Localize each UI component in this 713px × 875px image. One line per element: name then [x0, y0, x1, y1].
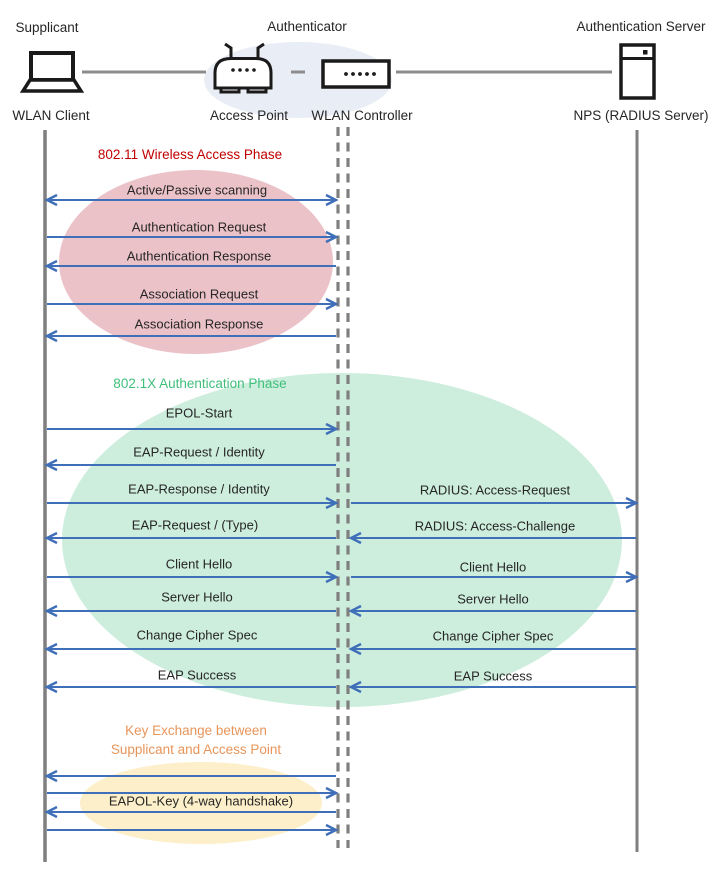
message-arrow: [44, 259, 336, 273]
message-arrow: [47, 823, 339, 837]
message-arrow: [47, 422, 339, 436]
access-point-icon: [213, 42, 273, 94]
role-label: Supplicant: [15, 20, 79, 36]
message-label: Active/Passive scanning: [126, 182, 268, 198]
message-arrow: [351, 570, 639, 584]
message-arrow: [44, 604, 336, 618]
message-arrow: [44, 769, 336, 783]
server-icon: [619, 43, 656, 100]
message-label: Server Hello: [457, 591, 529, 607]
message-label: Association Response: [134, 316, 264, 332]
message-arrow: [47, 786, 339, 800]
role-label: Authenticator: [267, 19, 347, 35]
phase-title: Supplicant and Access Point: [110, 742, 282, 758]
message-arrow: [47, 496, 339, 510]
laptop-icon: [19, 51, 85, 93]
node-label: WLAN Controller: [311, 108, 413, 124]
message-arrow: [348, 531, 636, 545]
message-arrow: [47, 297, 339, 311]
message-label: Client Hello: [459, 559, 527, 575]
message-arrow: [44, 193, 339, 207]
message-arrow: [351, 496, 639, 510]
message-arrow: [47, 570, 339, 584]
message-arrow: [44, 805, 336, 819]
message-label: Client Hello: [165, 556, 233, 572]
message-label: EAP Success: [453, 668, 533, 684]
message-label: Change Cipher Spec: [136, 627, 258, 643]
role-label: Authentication Server: [576, 19, 706, 35]
message-arrow: [44, 680, 336, 694]
message-arrow: [44, 458, 336, 472]
message-label: Server Hello: [161, 589, 233, 605]
message-arrow: [348, 604, 636, 618]
message-label: EAP-Request / (Type): [131, 517, 259, 533]
message-label: Change Cipher Spec: [432, 628, 554, 644]
message-label: Association Request: [139, 286, 259, 302]
message-label: RADIUS: Access-Request: [419, 482, 571, 498]
message-label: Authentication Request: [131, 219, 267, 235]
message-arrow: [348, 680, 636, 694]
message-arrow: [44, 642, 336, 656]
phase-ellipse-1: [59, 170, 333, 354]
phase-title: Key Exchange between: [125, 723, 267, 739]
phase-title: 802.1X Authentication Phase: [113, 376, 287, 392]
message-arrow: [44, 329, 336, 343]
message-label: EPOL-Start: [165, 405, 233, 421]
message-arrow: [44, 531, 336, 545]
node-label: WLAN Client: [12, 108, 90, 124]
phase-ellipse-3: [80, 762, 322, 844]
message-label: EAPOL-Key (4-way handshake): [108, 793, 294, 809]
message-label: EAP Success: [157, 667, 237, 683]
message-label: EAP-Request / Identity: [133, 444, 265, 460]
message-arrow: [47, 230, 339, 244]
node-label: Access Point: [209, 108, 289, 124]
message-label: EAP-Response / Identity: [128, 481, 270, 497]
phase-title: 802.11 Wireless Access Phase: [97, 147, 283, 163]
message-label: RADIUS: Access-Challenge: [414, 518, 576, 534]
node-label: NPS (RADIUS Server): [573, 108, 709, 124]
phase-ellipse-2: [62, 373, 622, 707]
message-label: Authentication Response: [126, 248, 272, 264]
message-arrow: [348, 642, 636, 656]
wlan-controller-icon: [321, 59, 391, 89]
